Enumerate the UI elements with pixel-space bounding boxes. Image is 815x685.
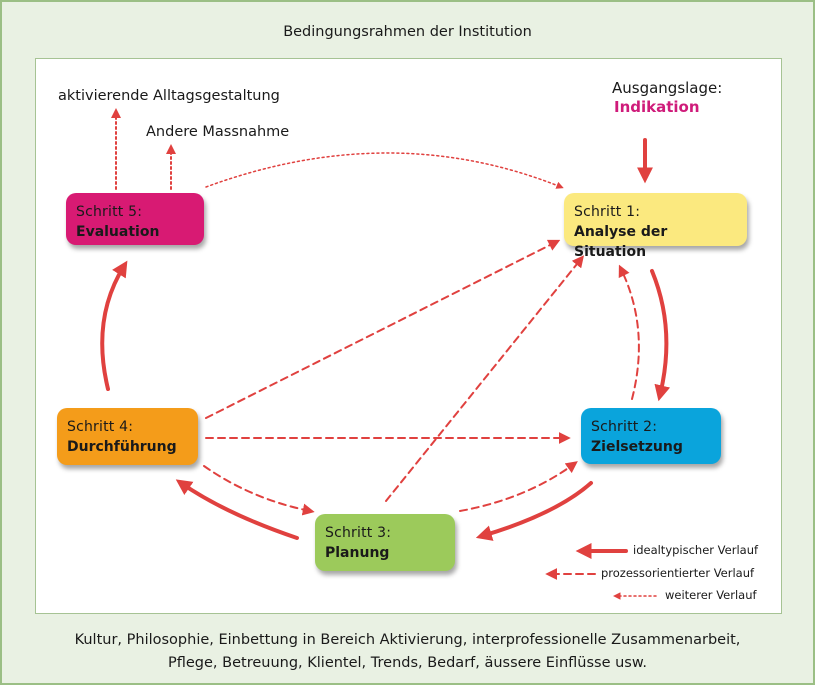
- step-3-name: Planung: [325, 545, 390, 561]
- process-arrows: [100, 108, 671, 600]
- footer-line-2: Pflege, Betreuung, Klientel, Trends, Bed…: [168, 655, 647, 671]
- arrow-step3-to-step4: [175, 479, 299, 540]
- step-4-name: Durchführung: [67, 439, 177, 455]
- arrow-step4-to-step1-dashed: [205, 239, 561, 419]
- arrow-step2-to-step3: [475, 481, 593, 541]
- outcome-massnahme: Andere Massnahme: [146, 124, 290, 140]
- step-1-name: Analyse der Situation: [574, 224, 668, 260]
- legend-prozess-label: prozessorientierter Verlauf: [601, 566, 755, 580]
- step-5-name: Evaluation: [76, 224, 160, 240]
- step-3-number: Schritt 3:: [325, 525, 392, 541]
- step-2-zielsetzung: Schritt 2: Zielsetzung: [581, 408, 721, 464]
- step-3-planung: Schritt 3: Planung: [315, 514, 455, 571]
- legend-ideal-label: idealtypischer Verlauf: [633, 543, 759, 557]
- step-5-number: Schritt 5:: [76, 204, 143, 220]
- arrow-step4-to-step3-dashed: [203, 465, 315, 516]
- step-1-number: Schritt 1:: [574, 204, 641, 220]
- arrow-step4-to-step5: [100, 260, 128, 391]
- footer-line-1: Kultur, Philosophie, Einbettung in Berei…: [74, 632, 741, 648]
- step-4-durchfuehrung: Schritt 4: Durchführung: [57, 408, 198, 465]
- step-2-number: Schritt 2:: [591, 419, 658, 435]
- arrow-step1-to-step2: [650, 269, 671, 402]
- step-4-number: Schritt 4:: [67, 419, 134, 435]
- frame-title: Bedingungsrahmen der Institution: [283, 24, 532, 40]
- step-5-evaluation: Schritt 5: Evaluation: [66, 193, 204, 245]
- step-2-name: Zielsetzung: [591, 439, 683, 455]
- outcome-alltag: aktivierende Alltagsgestaltung: [58, 88, 280, 104]
- indikation-label: Indikation: [614, 98, 700, 116]
- arrow-step3-to-step2-dashed: [459, 461, 578, 512]
- arrow-step5-to-step1-dotted: [205, 152, 564, 189]
- start-label: Ausgangslage:: [612, 79, 723, 97]
- arrow-step3-to-step1-dashed: [385, 255, 585, 502]
- step-1-analyse: Schritt 1: Analyse der Situation: [564, 193, 747, 260]
- arrow-step2-to-step1-dashed: [618, 264, 640, 400]
- legend-weiter-label: weiterer Verlauf: [665, 588, 757, 602]
- process-panel: Ausgangslage: Indikation aktivierende Al…: [35, 58, 782, 614]
